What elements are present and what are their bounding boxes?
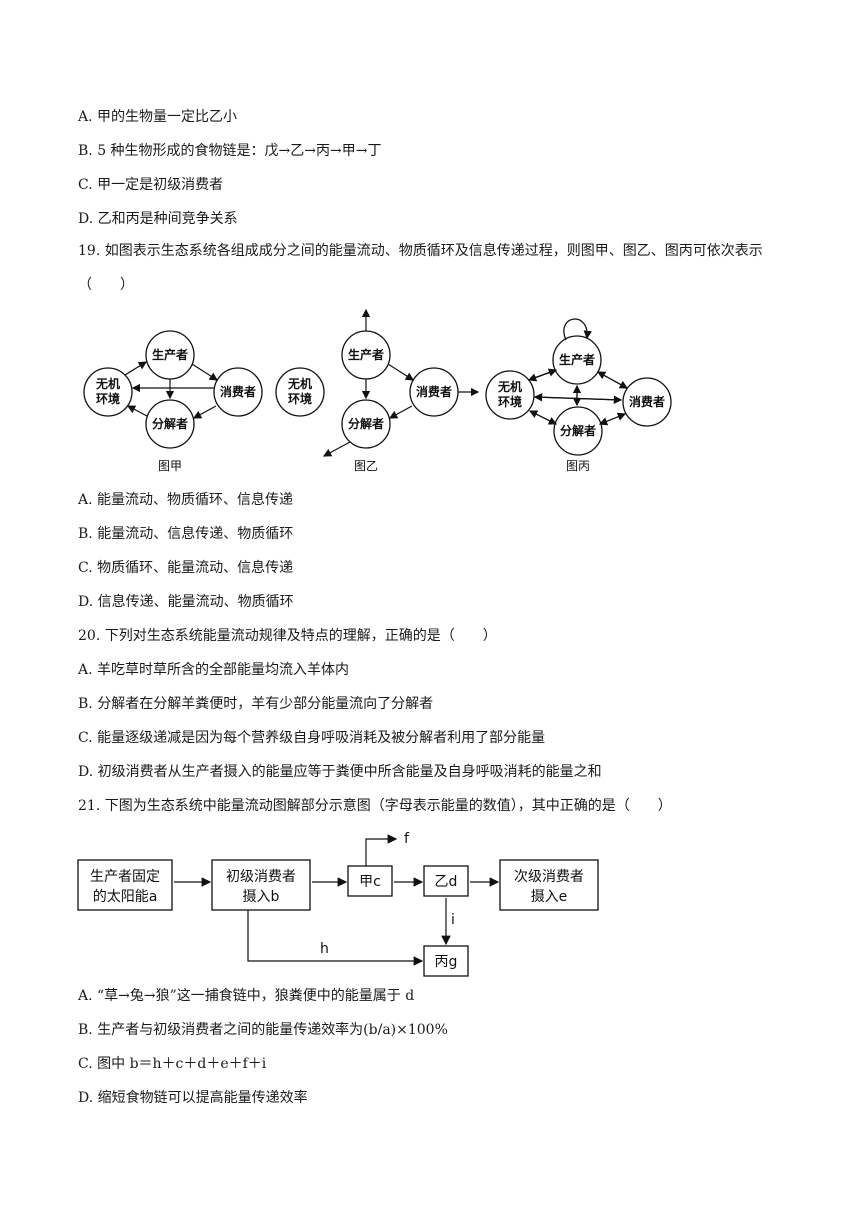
- figure-label-yi: 图乙: [354, 459, 378, 473]
- q20-option-d: D. 初级消费者从生产者摄入的能量应等于粪便中所含能量及自身呼吸消耗的能量之和: [78, 764, 602, 780]
- q18-option-d: D. 乙和丙是种间竞争关系: [78, 211, 238, 227]
- box-primary-l2: 摄入b: [243, 889, 280, 905]
- q20-option-a: A. 羊吃草时草所含的全部能量均流入羊体内: [78, 662, 350, 678]
- q21-energy-flow-diagram: 生产者固定 的太阳能a 初级消费者 摄入b 甲c 乙d 次级消费者 摄入e 丙g…: [77, 831, 599, 977]
- label-i: i: [451, 912, 455, 928]
- jia-env-l2: 环境: [96, 391, 120, 406]
- jia-env-l1: 无机: [95, 376, 120, 391]
- jia-decomposer: 分解者: [152, 416, 188, 431]
- q18-option-a: A. 甲的生物量一定比乙小: [78, 109, 238, 125]
- bing-env-l2: 环境: [498, 394, 522, 409]
- q19-diagrams: 无机 环境 生产者 消费者 分解者 图甲 无机 环境 生产者 消费者 分解者 图…: [83, 308, 672, 473]
- yi-env-l1: 无机: [287, 376, 312, 391]
- q18-option-b: B. 5 种生物形成的食物链是：戊→乙→丙→甲→丁: [78, 143, 382, 159]
- figure-label-bing: 图丙: [566, 459, 590, 473]
- q20-option-b: B. 分解者在分解羊粪便时，羊有少部分能量流向了分解者: [78, 696, 434, 712]
- jia-producer: 生产者: [152, 347, 188, 362]
- jia-consumer: 消费者: [220, 384, 256, 399]
- q19-option-b: B. 能量流动、信息传递、物质循环: [78, 526, 294, 542]
- q20-option-c: C. 能量逐级递减是因为每个营养级自身呼吸消耗及被分解者利用了部分能量: [78, 730, 546, 746]
- q19-option-c: C. 物质循环、能量流动、信息传递: [78, 560, 294, 576]
- q21-option-b: B. 生产者与初级消费者之间的能量传递效率为(b/a)×100%: [78, 1022, 448, 1038]
- box-yi: 乙d: [435, 874, 458, 890]
- q21-option-d: D. 缩短食物链可以提高能量传递效率: [78, 1090, 308, 1106]
- q20-stem: 20. 下列对生态系统能量流动规律及特点的理解，正确的是（ ）: [78, 628, 497, 644]
- bing-consumer: 消费者: [629, 394, 665, 409]
- q21-stem: 21. 下图为生态系统中能量流动图解部分示意图（字母表示能量的数值），其中正确的…: [78, 798, 672, 814]
- box-primary-l1: 初级消费者: [226, 868, 296, 885]
- yi-env-l2: 环境: [288, 391, 312, 406]
- bing-env-l1: 无机: [497, 379, 522, 394]
- bing-decomposer: 分解者: [560, 423, 596, 438]
- q18-option-c: C. 甲一定是初级消费者: [78, 177, 224, 193]
- bing-producer: 生产者: [559, 352, 595, 367]
- label-f: f: [404, 831, 410, 847]
- box-producer-l2: 的太阳能a: [93, 889, 158, 905]
- box-jia: 甲c: [359, 874, 381, 890]
- yi-decomposer: 分解者: [348, 416, 384, 431]
- q21-option-a: A. “草→兔→狼”这一捕食链中，狼粪便中的能量属于 d: [78, 988, 415, 1004]
- diagram-bing: 无机 环境 生产者 消费者 分解者 图丙: [485, 318, 672, 473]
- box-secondary-l2: 摄入e: [531, 889, 568, 905]
- q19-option-d: D. 信息传递、能量流动、物质循环: [78, 594, 294, 610]
- q19-option-a: A. 能量流动、物质循环、信息传递: [78, 492, 294, 508]
- label-h: h: [320, 941, 329, 957]
- box-bing: 丙g: [435, 954, 458, 970]
- box-producer-l1: 生产者固定: [90, 869, 160, 885]
- q19-stem: 19. 如图表示生态系统各组成成分之间的能量流动、物质循环及信息传递过程，则图甲…: [78, 243, 763, 293]
- diagram-yi: 无机 环境 生产者 消费者 分解者 图乙: [275, 308, 480, 473]
- figure-label-jia: 图甲: [158, 459, 182, 473]
- diagram-jia: 无机 环境 生产者 消费者 分解者 图甲: [83, 330, 263, 473]
- yi-consumer: 消费者: [416, 384, 452, 399]
- q21-option-c: C. 图中 b＝h＋c＋d＋e＋f＋i: [78, 1056, 267, 1072]
- box-secondary-l1: 次级消费者: [514, 869, 584, 885]
- yi-producer: 生产者: [348, 347, 384, 362]
